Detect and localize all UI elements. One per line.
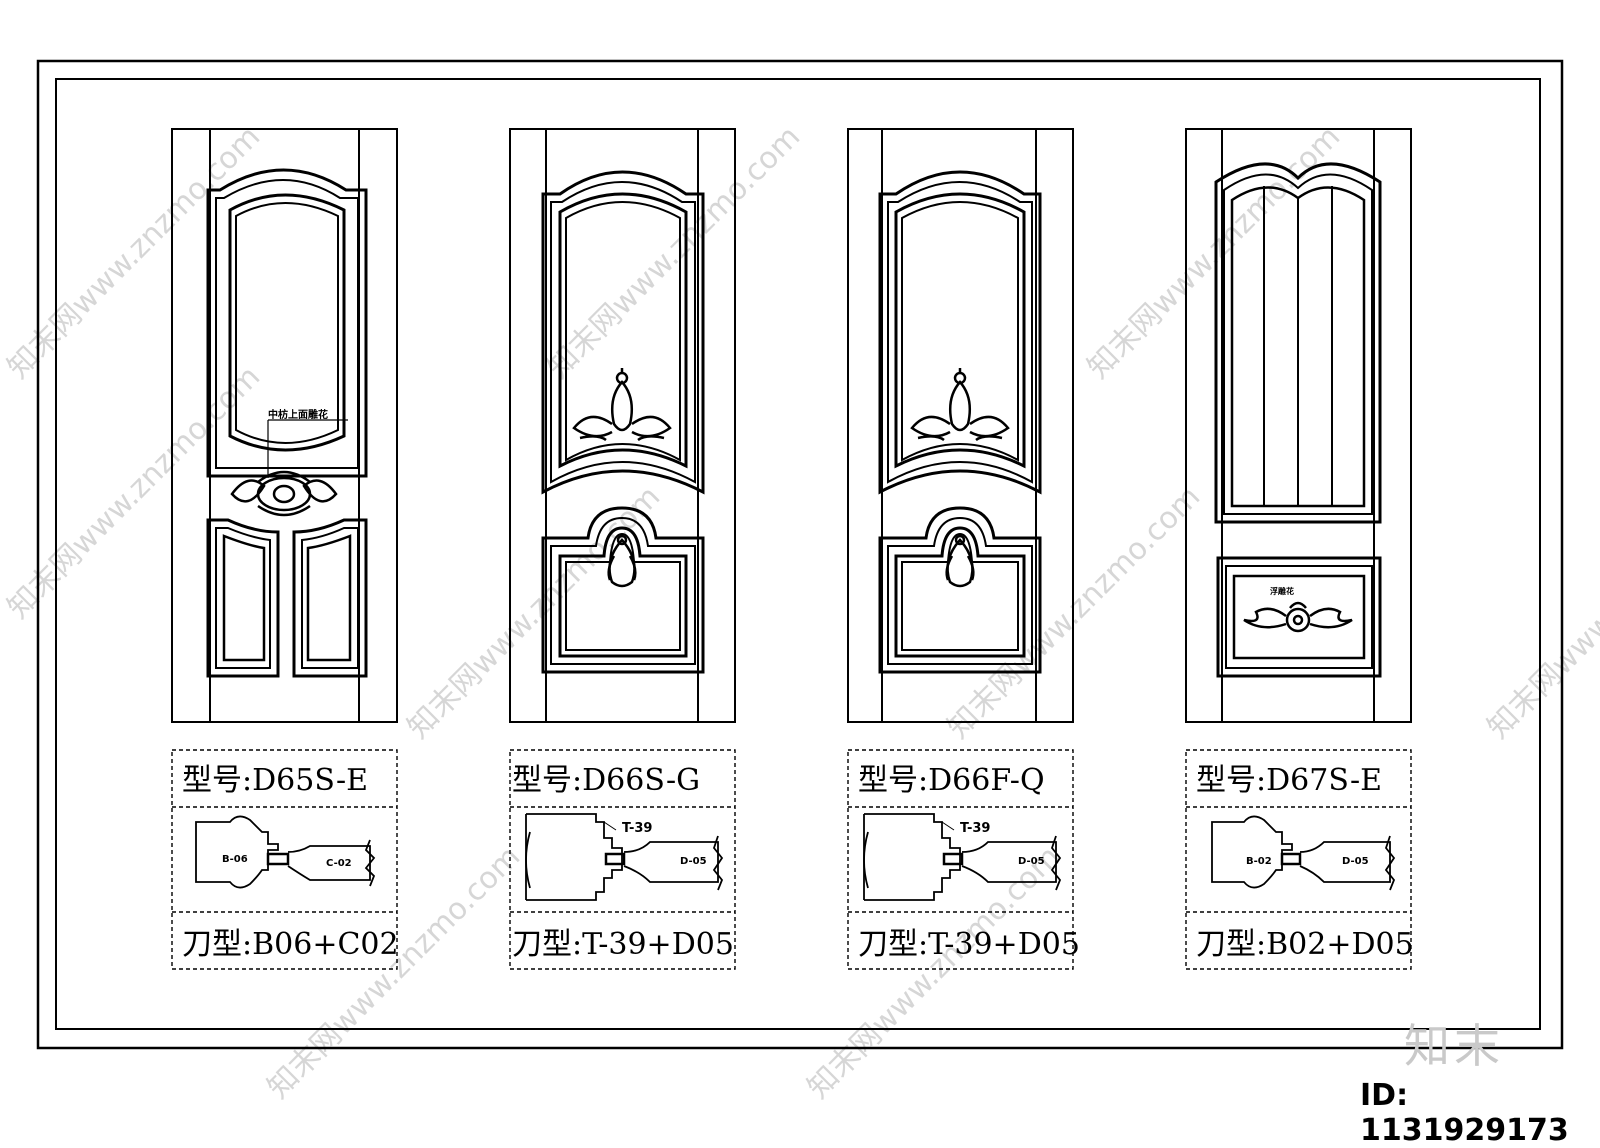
brand-logo: 知末 xyxy=(1404,1019,1504,1073)
model-number: 型号:D65S-E xyxy=(182,763,368,798)
profile-label-left: B-02 xyxy=(1246,856,1272,867)
carved-ornament xyxy=(230,470,338,517)
watermark-text: 知末网www.znzmo.com xyxy=(1,119,267,385)
spec-box-d65s-e xyxy=(171,749,398,970)
carved-ornament xyxy=(945,534,975,588)
profile-section-t39-d05 xyxy=(525,813,724,901)
watermark-text: 知末网www.znzmo.com xyxy=(541,119,807,385)
profile-section-b02-d05 xyxy=(1211,815,1396,891)
profile-label-right: D-05 xyxy=(680,856,707,867)
spec-box-d66s-g xyxy=(509,749,736,970)
spec-box-d66f-q xyxy=(847,749,1074,970)
carved-ornament xyxy=(572,368,672,442)
cutter-type: 刀型:B06+C02 xyxy=(182,927,399,962)
cutter-type: 刀型:T-39+D05 xyxy=(512,927,734,962)
watermark-text: 知末网www.znzmo.com xyxy=(941,479,1207,745)
door-elevation-d67s-e xyxy=(1185,128,1412,723)
door-elevation-d66f-q xyxy=(847,128,1074,723)
door-elevation-d65s-e xyxy=(171,128,398,723)
profile-label-right: C-02 xyxy=(326,858,352,869)
model-number: 型号:D66S-G xyxy=(512,763,700,798)
inner-frame xyxy=(55,78,1541,1030)
profile-label-right: D-05 xyxy=(1342,856,1369,867)
carved-ornament xyxy=(1243,601,1353,633)
watermark-text: 知末网www.znzmo.com xyxy=(261,839,527,1105)
watermark-text: 知末网www.znzmo.com xyxy=(1081,119,1347,385)
profile-label-right: D-05 xyxy=(1018,856,1045,867)
watermark-text: 知末网www.znzmo.com xyxy=(1,359,267,625)
door-elevation-d66s-g xyxy=(509,128,736,723)
outer-frame xyxy=(36,59,1564,1050)
profile-section-b06-c02 xyxy=(195,815,376,889)
profile-label-top: T-39 xyxy=(622,821,652,836)
model-number: 型号:D67S-E xyxy=(1196,763,1382,798)
profile-label-top: T-39 xyxy=(960,821,990,836)
profile-section-t39-d05 xyxy=(863,813,1062,901)
carving-note: 中枋上面雕花 xyxy=(268,408,328,421)
cutter-type: 刀型:B02+D05 xyxy=(1196,927,1414,962)
watermark-text: 知末网www.znzmo.com xyxy=(801,839,1067,1105)
cutter-type: 刀型:T-39+D05 xyxy=(858,927,1080,962)
profile-label-left: B-06 xyxy=(222,854,248,865)
carving-note: 浮雕花 xyxy=(1270,586,1294,596)
spec-box-d67s-e xyxy=(1185,749,1412,970)
model-number: 型号:D66F-Q xyxy=(858,763,1045,798)
id-label: ID: 1131929173 xyxy=(1360,1078,1569,1148)
carved-ornament xyxy=(607,534,637,588)
carved-ornament xyxy=(910,368,1010,442)
